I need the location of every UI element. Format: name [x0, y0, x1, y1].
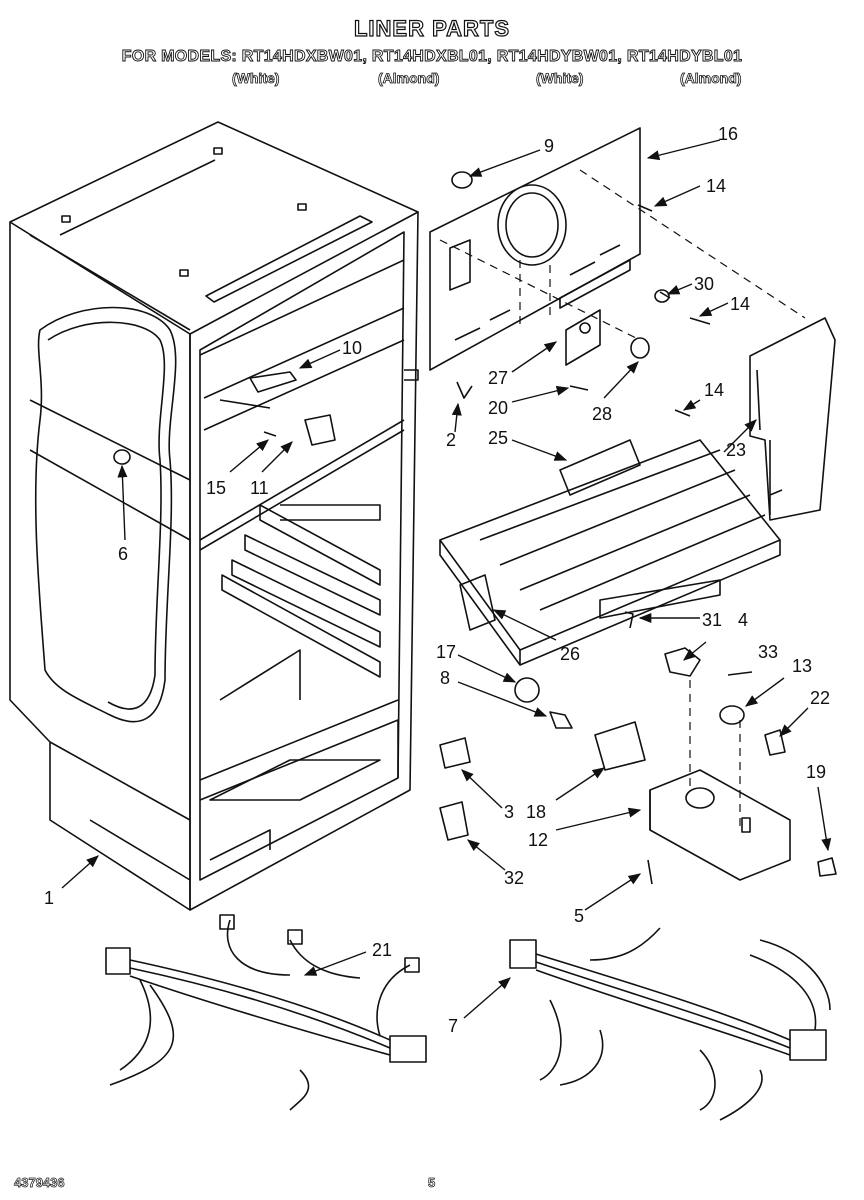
socket-part-8 — [549, 711, 573, 729]
plug-part-9 — [451, 171, 473, 189]
callout-numbers: 9 16 14 30 14 14 10 27 20 28 2 25 23 15 … — [44, 124, 830, 1036]
callout-12: 12 — [528, 830, 548, 850]
callout-14: 14 — [704, 380, 724, 400]
leader-arrows — [61, 139, 832, 1019]
callout-13: 13 — [792, 656, 812, 676]
wiring-harness-left — [105, 914, 427, 1111]
callout-17: 17 — [436, 642, 456, 662]
callout-18: 18 — [526, 802, 546, 822]
callout-1: 1 — [44, 888, 54, 908]
clip-part-19 — [817, 857, 837, 877]
callout-21: 21 — [372, 940, 392, 960]
callout-11: 11 — [250, 478, 269, 498]
document-number: 4379436 — [14, 1175, 65, 1191]
knob-part-28 — [630, 337, 650, 359]
callout-5: 5 — [574, 906, 584, 926]
callout-22: 22 — [810, 688, 830, 708]
cover-part-18 — [594, 721, 646, 771]
callout-31: 31 — [702, 610, 722, 630]
callout-23: 23 — [726, 440, 746, 460]
liner-cabinet — [9, 121, 419, 911]
thermostat-bracket-10 — [249, 371, 297, 393]
evaporator-cover-panel — [429, 127, 641, 371]
callout-27: 27 — [488, 368, 508, 388]
switch-part-26 — [459, 574, 496, 631]
callout-2: 2 — [446, 430, 456, 450]
callout-25: 25 — [488, 428, 508, 448]
wiring-harness-right — [509, 927, 831, 1121]
callout-8: 8 — [440, 668, 450, 688]
callout-14: 14 — [706, 176, 726, 196]
connector-part-32 — [439, 801, 469, 841]
callout-32: 32 — [504, 868, 524, 888]
page-title: LINER PARTS — [353, 15, 511, 41]
callout-3: 3 — [504, 802, 514, 822]
plug-part-6 — [113, 449, 131, 465]
control-part-13 — [719, 705, 745, 725]
callout-33: 33 — [758, 642, 778, 662]
light-bulb-part-17 — [514, 677, 540, 703]
variant-label: (Almond) — [378, 70, 440, 87]
switch-part-3 — [439, 737, 471, 769]
grommet-part-30 — [654, 289, 670, 303]
callout-28: 28 — [592, 404, 612, 424]
variant-label: (Almond) — [680, 70, 742, 87]
callout-9: 9 — [544, 136, 554, 156]
air-duct — [749, 317, 836, 521]
callout-30: 30 — [694, 274, 714, 294]
assembly-guide-lines — [439, 169, 806, 830]
callout-10: 10 — [342, 338, 362, 358]
variant-label: (White) — [536, 70, 584, 87]
socket-part-4 — [664, 647, 701, 677]
freezer-shelf-assembly — [439, 439, 781, 666]
page-number: 5 — [428, 1175, 436, 1191]
damper-part-11 — [304, 414, 336, 446]
callout-16: 16 — [718, 124, 738, 144]
knob-part-22 — [764, 729, 786, 756]
callout-14: 14 — [730, 294, 750, 314]
callout-6: 6 — [118, 544, 128, 564]
callout-7: 7 — [448, 1016, 458, 1036]
callout-20: 20 — [488, 398, 508, 418]
callout-26: 26 — [560, 644, 580, 664]
variant-label: (White) — [232, 70, 280, 87]
callout-19: 19 — [806, 762, 826, 782]
control-housing — [649, 769, 791, 881]
models-line: FOR MODELS: RT14HDXBW01, RT14HDXBL01, RT… — [121, 48, 743, 66]
callout-15: 15 — [206, 478, 226, 498]
clip-part-2 — [456, 381, 473, 399]
small-parts — [113, 171, 837, 885]
callout-4: 4 — [738, 610, 748, 630]
screw-part-14 — [637, 204, 653, 212]
